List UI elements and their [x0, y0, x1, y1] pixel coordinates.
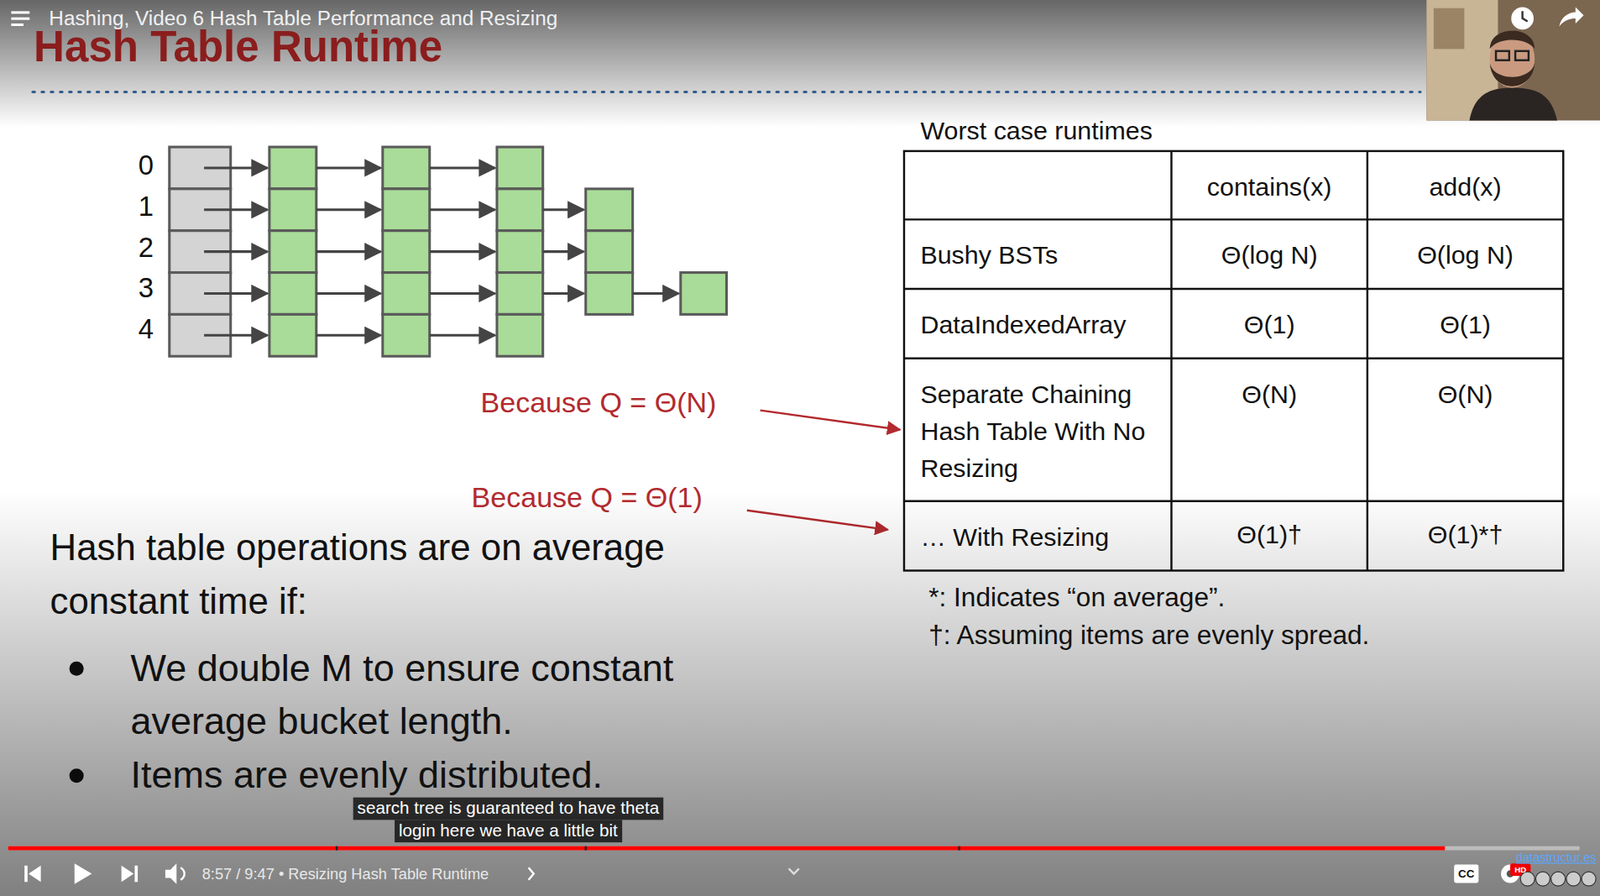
- item-cell: [496, 272, 544, 315]
- item-cell: [269, 272, 317, 315]
- bucket-index: 2: [138, 232, 154, 265]
- item-cell: [680, 272, 727, 315]
- bucket-index: 0: [138, 150, 154, 183]
- callout-note: Because Q = Θ(N): [481, 386, 717, 420]
- table-cell: Θ(N): [1437, 379, 1494, 409]
- table-row-head: DataIndexedArray: [920, 309, 1126, 340]
- menu-icon: [10, 10, 30, 27]
- bucket-index: 1: [138, 191, 154, 224]
- pointer-arrow: [543, 292, 585, 295]
- item-cell: [269, 313, 317, 356]
- item-cell: [585, 230, 633, 273]
- table-caption: Worst case runtimes: [920, 115, 1152, 146]
- item-cell: [382, 313, 430, 356]
- player-controls: [24, 862, 1596, 886]
- item-cell: [585, 272, 633, 315]
- pointer-arrow: [429, 292, 496, 295]
- hash-table-illustration: [169, 146, 727, 356]
- table-row-head: … With Resizing: [920, 522, 1109, 552]
- subtitle-line: login here we have a little bit: [394, 819, 623, 842]
- pointer-arrow: [429, 166, 496, 169]
- table-header: add(x): [1428, 172, 1501, 202]
- bottom-shade: [0, 489, 1600, 896]
- bullet-text: We double M to ensure constant average b…: [130, 642, 764, 748]
- bucket-index: 3: [138, 272, 154, 305]
- pointer-arrow: [203, 292, 267, 295]
- table-header: contains(x): [1207, 172, 1333, 202]
- item-cell: [269, 230, 317, 273]
- cc-button-text: CC: [1458, 867, 1475, 880]
- item-cell: [382, 230, 430, 273]
- item-cell: [585, 188, 633, 231]
- video-title: Hashing, Video 6 Hash Table Performance …: [48, 6, 558, 31]
- pointer-arrow: [203, 250, 267, 253]
- pointer-arrow: [429, 208, 496, 211]
- item-cell: [496, 313, 544, 356]
- item-cell: [382, 272, 430, 315]
- hd-badge: HD: [1514, 864, 1527, 874]
- table-cell: Θ(N): [1241, 379, 1297, 409]
- item-cell: [496, 188, 544, 231]
- webcam-inset: [1426, 0, 1600, 121]
- table-row-head: Separate Chaining Hash Table With No Res…: [920, 375, 1151, 486]
- callout-note: Because Q = Θ(1): [471, 481, 703, 515]
- table-cell: Θ(1): [1244, 309, 1296, 340]
- watermark: datastructur.es: [1516, 851, 1597, 866]
- progress-bar: [8, 846, 1580, 851]
- table-cell: Θ(log N): [1221, 240, 1318, 270]
- footnote: *: Indicates “on average”.: [928, 582, 1225, 613]
- table-row-head: Bushy BSTs: [920, 240, 1058, 270]
- item-cell: [382, 188, 430, 231]
- pointer-arrow: [203, 208, 267, 211]
- top-shade: [0, 0, 1600, 128]
- item-cell: [269, 188, 317, 231]
- pointer-arrow: [316, 292, 382, 295]
- slide-title: Hash Table Runtime: [33, 24, 443, 70]
- leader-arrow: [760, 410, 901, 430]
- pointer-arrow: [429, 250, 496, 253]
- body-text: Hash table operations are on average con…: [50, 521, 755, 628]
- pointer-arrow: [429, 334, 496, 337]
- pointer-arrow: [203, 334, 267, 337]
- pointer-arrow: [543, 208, 585, 211]
- time-display: 8:57 / 9:47 • Resizing Hash Table Runtim…: [202, 864, 490, 883]
- table-cell: Θ(1): [1439, 309, 1491, 340]
- pointer-arrow: [316, 166, 382, 169]
- item-cell: [496, 230, 544, 273]
- footnote: †: Assuming items are evenly spread.: [928, 620, 1370, 651]
- pointer-arrow: [316, 250, 382, 253]
- pointer-arrow: [632, 292, 680, 295]
- bucket-index: 4: [138, 313, 154, 346]
- pointer-arrow: [316, 208, 382, 211]
- table-cell: Θ(1)*†: [1427, 519, 1504, 550]
- item-cell: [382, 146, 430, 189]
- pointer-arrow: [203, 166, 267, 169]
- pointer-arrow: [316, 334, 382, 337]
- table-cell: Θ(log N): [1416, 240, 1514, 270]
- item-cell: [269, 146, 317, 189]
- table-cell: Θ(1)†: [1236, 519, 1302, 550]
- bullet-text: Items are evenly distributed.: [130, 753, 603, 798]
- item-cell: [496, 146, 544, 189]
- subtitle-line: search tree is guaranteed to have theta: [353, 797, 664, 820]
- pointer-arrow: [543, 250, 585, 253]
